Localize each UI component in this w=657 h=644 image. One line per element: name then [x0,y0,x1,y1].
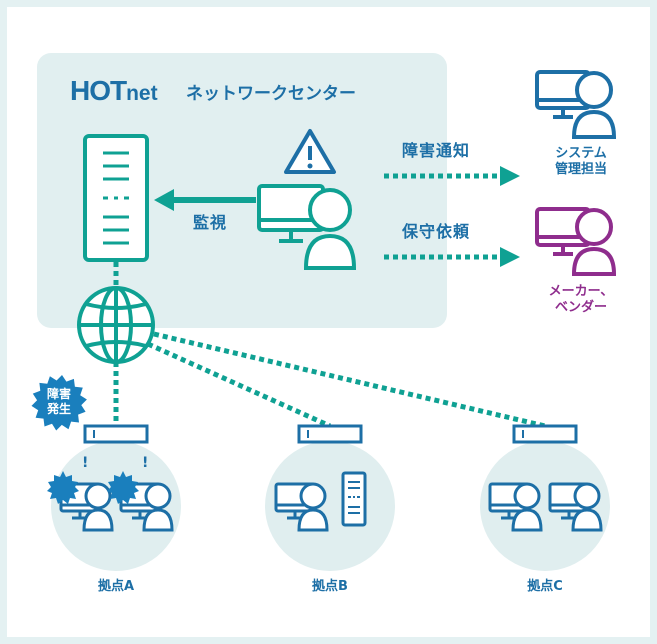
site-b-label: 拠点B [312,579,348,594]
site-c-user-1-icon [488,482,543,532]
site-b-server-icon [341,471,367,527]
server-icon [83,134,149,262]
center-operator-icon [257,184,357,270]
link-globe-site-c [153,331,546,429]
internet-globe-icon [77,286,155,364]
logo-main-text: HOT [70,75,127,106]
maintenance-request-arrow [384,247,520,267]
site-c-circle [480,441,610,571]
failure-badge-line-2: 発生 [46,402,71,416]
router-site-b-icon [297,424,363,444]
system-admin-label-line-1: システム [555,146,607,161]
monitor-arrow [154,189,256,211]
system-admin-icon [535,70,617,139]
site-b-user-icon [274,482,329,532]
router-site-a-icon [83,424,149,444]
maintenance-request-label: 保守依頼 [402,222,471,241]
site-c-user-2-icon [548,482,603,532]
system-admin-label-line-2: 管理担当 [554,162,607,178]
hotnet-logo: HOTnet [70,76,158,109]
network-center-title: ネットワークセンター [186,84,356,104]
site-a-user-2-icon [119,482,174,532]
monitor-label: 監視 [193,213,228,232]
system-admin-label: システム 管理担当 [540,146,622,179]
failure-notice-arrow [384,166,520,186]
failure-badge-line-1: 障害 [46,387,71,401]
site-a-label: 拠点A [97,579,135,594]
site-a-error-burst-2-icon [107,471,139,504]
warning-icon [284,129,336,174]
site-a-user-1-icon [59,482,114,532]
vendor-label: メーカー、 ベンダー [540,284,622,317]
vendor-label-line-2: ベンダー [554,300,607,316]
vendor-label-line-1: メーカー、 [548,284,614,299]
failure-badge-label: 障害 発生 [39,387,79,417]
link-globe-site-b [146,341,332,429]
router-site-c-icon [512,424,578,444]
site-a-alert-mark-2: ! [142,455,149,471]
site-a-error-burst-1-icon [47,471,79,504]
site-c-label: 拠点C [527,579,563,594]
logo-sub-text: net [126,82,158,105]
site-a-alert-mark-1: ! [82,455,89,471]
failure-burst-icon [31,375,87,431]
site-a-circle [51,441,181,571]
failure-notice-label: 障害通知 [402,141,471,160]
vendor-icon [535,207,617,276]
